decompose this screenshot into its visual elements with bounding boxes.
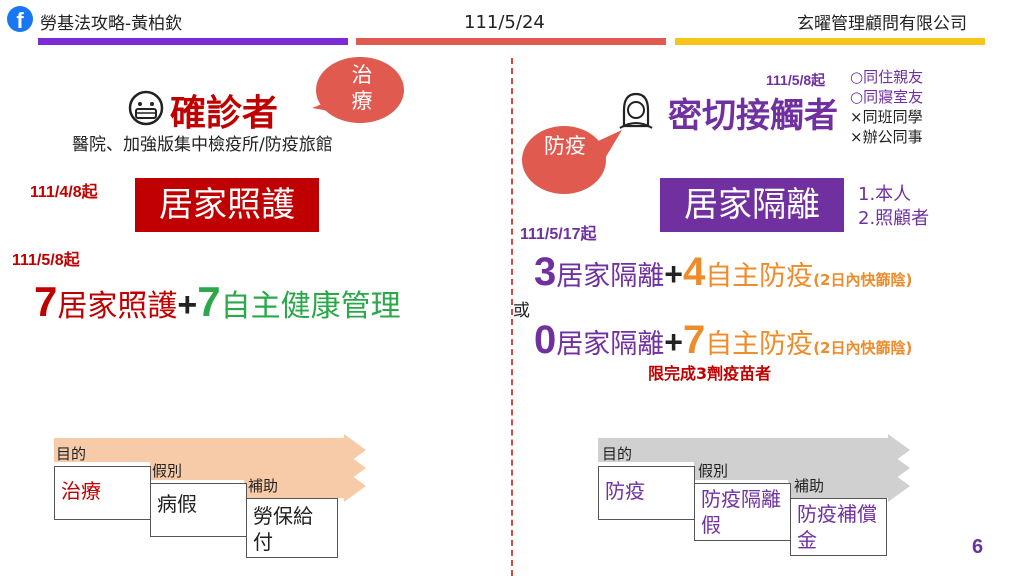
- left-box-subsidy: 勞保給付: [246, 498, 338, 558]
- header-company: 玄曜管理顧問有限公司: [797, 14, 967, 34]
- header-left-title: 勞基法攻略-黃柏欽: [40, 14, 183, 34]
- opt1-text1: 居家隔離: [556, 261, 665, 292]
- right-title: 密切接觸者: [668, 96, 838, 136]
- left-value-purpose: 治療: [61, 479, 101, 503]
- left-arrows: [54, 434, 366, 502]
- box-item: 2.照顧者: [858, 208, 930, 229]
- left-title: 確診者: [170, 92, 279, 134]
- right-value-purpose: 防疫: [605, 479, 645, 503]
- opt1-num2: 4: [682, 250, 706, 294]
- opt1-text2: 自主防疫: [705, 261, 814, 292]
- right-option-2: 0居家隔離+7自主防疫(2日內快篩陰): [534, 318, 912, 364]
- opt1-plus: +: [664, 256, 683, 292]
- opt2-plus: +: [664, 324, 683, 360]
- header-date: 111/5/24: [464, 12, 545, 33]
- contact-item: ○同住親友: [850, 68, 924, 86]
- left-formula-text1: 居家照護: [57, 289, 178, 324]
- opt2-note: (2日內快篩陰): [813, 339, 913, 357]
- left-label-subsidy: 補助: [248, 477, 279, 495]
- contact-item: ×同班同學: [850, 108, 923, 126]
- vertical-divider: [511, 58, 513, 576]
- opt2-num1: 0: [534, 318, 557, 362]
- left-formula-text2: 自主健康管理: [220, 289, 401, 324]
- box-item: 1.本人: [858, 184, 912, 205]
- left-date-1: 111/4/8起: [30, 184, 98, 201]
- patient-icon: [128, 90, 164, 126]
- opt1-num1: 3: [534, 250, 557, 294]
- left-bubble-shape: [312, 57, 404, 123]
- opt2-num2: 7: [682, 318, 706, 362]
- right-arrows: [598, 434, 910, 502]
- right-contact-list: ○同住親友 ○同寢室友 ×同班同學 ×辦公同事: [850, 67, 923, 147]
- opt2-text1: 居家隔離: [556, 329, 665, 360]
- left-subtitle: 醫院、加強版集中檢疫所/防疫旅館: [72, 135, 333, 155]
- right-option-1: 3居家隔離+4自主防疫(2日內快篩陰): [534, 250, 912, 296]
- left-label-leave: 假別: [152, 462, 183, 480]
- right-speech-bubble: 防疫: [520, 124, 622, 194]
- left-box-leave: 病假: [150, 483, 247, 537]
- left-bubble-text: 治療: [351, 63, 373, 113]
- right-label-leave: 假別: [698, 462, 729, 480]
- left-formula-line: 7居家照護+7自主健康管理: [34, 278, 401, 328]
- right-bubble-shape: [522, 126, 622, 194]
- right-box-leave: 防疫隔離假: [694, 483, 791, 541]
- left-box-home-care: 居家照護: [135, 178, 319, 232]
- right-value-leave: 防疫隔離假: [701, 487, 781, 537]
- right-contact-date: 111/5/8起: [766, 72, 826, 88]
- right-box-purpose: 防疫: [598, 466, 695, 520]
- limit-note: 限完成3劑疫苗者: [648, 364, 772, 383]
- header-bar-red: [356, 38, 666, 45]
- contact-item: ○同寢室友: [850, 88, 924, 106]
- right-box-items: 1.本人 2.照顧者: [858, 183, 929, 231]
- left-date-2: 111/5/8起: [12, 252, 80, 269]
- person-icon: [619, 92, 653, 129]
- left-value-subsidy: 勞保給付: [253, 504, 313, 554]
- right-value-subsidy: 防疫補償金: [797, 502, 877, 552]
- contact-item: ×辦公同事: [850, 128, 923, 146]
- right-box-subsidy: 防疫補償金: [790, 498, 887, 556]
- right-label-purpose: 目的: [602, 445, 633, 463]
- left-box-purpose: 治療: [54, 466, 151, 520]
- header-bar-yellow: [675, 38, 985, 45]
- opt2-text2: 自主防疫: [705, 329, 814, 360]
- facebook-icon: f: [7, 6, 33, 32]
- header-bar-purple: [38, 38, 348, 45]
- right-date: 111/5/17起: [520, 226, 597, 243]
- right-box-home-isolation: 居家隔離: [660, 178, 844, 232]
- left-formula-num1: 7: [34, 278, 58, 325]
- or-label: 或: [513, 301, 530, 321]
- left-formula-plus: +: [177, 286, 198, 324]
- right-label-subsidy: 補助: [794, 477, 825, 495]
- left-formula-num2: 7: [197, 278, 221, 325]
- opt1-note: (2日內快篩陰): [813, 271, 913, 289]
- right-bubble-text: 防疫: [544, 134, 586, 158]
- left-speech-bubble: 治療: [312, 56, 408, 124]
- left-label-purpose: 目的: [56, 445, 87, 463]
- left-value-leave: 病假: [157, 492, 197, 516]
- page-number: 6: [972, 536, 984, 558]
